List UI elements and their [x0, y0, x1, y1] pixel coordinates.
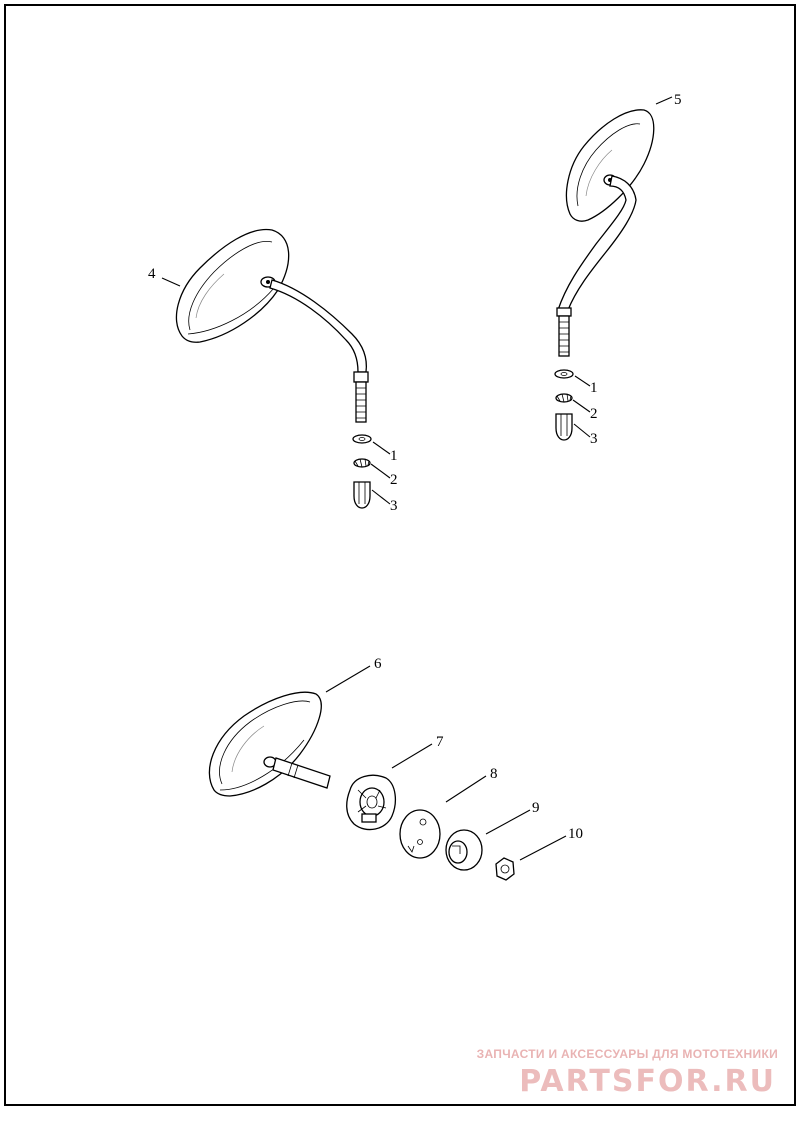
callout-4: 4	[148, 266, 156, 282]
watermark: ЗАПЧАСТИ И АКСЕССУАРЫ ДЛЯ МОТОТЕХНИКИ PA…	[477, 1047, 778, 1102]
callout-2-left: 2	[390, 472, 398, 488]
callout-8: 8	[490, 766, 498, 782]
watermark-logo-text: PARTSFOR.RU	[519, 1064, 776, 1097]
mirror-right	[554, 109, 655, 441]
diagram-frame	[4, 4, 796, 1106]
callout-5: 5	[674, 92, 682, 108]
hex-nut	[495, 857, 515, 881]
watermark-logo: PARTSFOR.RU	[519, 1064, 776, 1099]
clamp-nut	[445, 829, 483, 871]
mirror-cup	[346, 774, 397, 831]
mirror-head-exploded	[208, 691, 331, 797]
friction-disc	[399, 809, 441, 859]
callout-3-right: 3	[590, 431, 598, 447]
callout-1-left: 1	[390, 448, 398, 464]
callout-9: 9	[532, 800, 540, 816]
callout-3-left: 3	[390, 498, 398, 514]
callout-10: 10	[568, 826, 583, 842]
callout-2-right: 2	[590, 406, 598, 422]
callout-6: 6	[374, 656, 382, 672]
callout-1-right: 1	[590, 380, 598, 396]
callouts: 1 2 3 1 2 3 4 5 6 7 8 9 10	[148, 92, 682, 842]
watermark-caption: ЗАПЧАСТИ И АКСЕССУАРЫ ДЛЯ МОТОТЕХНИКИ	[476, 1047, 778, 1061]
leader-lines	[161, 96, 673, 861]
mirror-left	[175, 228, 372, 509]
callout-7: 7	[436, 734, 444, 750]
